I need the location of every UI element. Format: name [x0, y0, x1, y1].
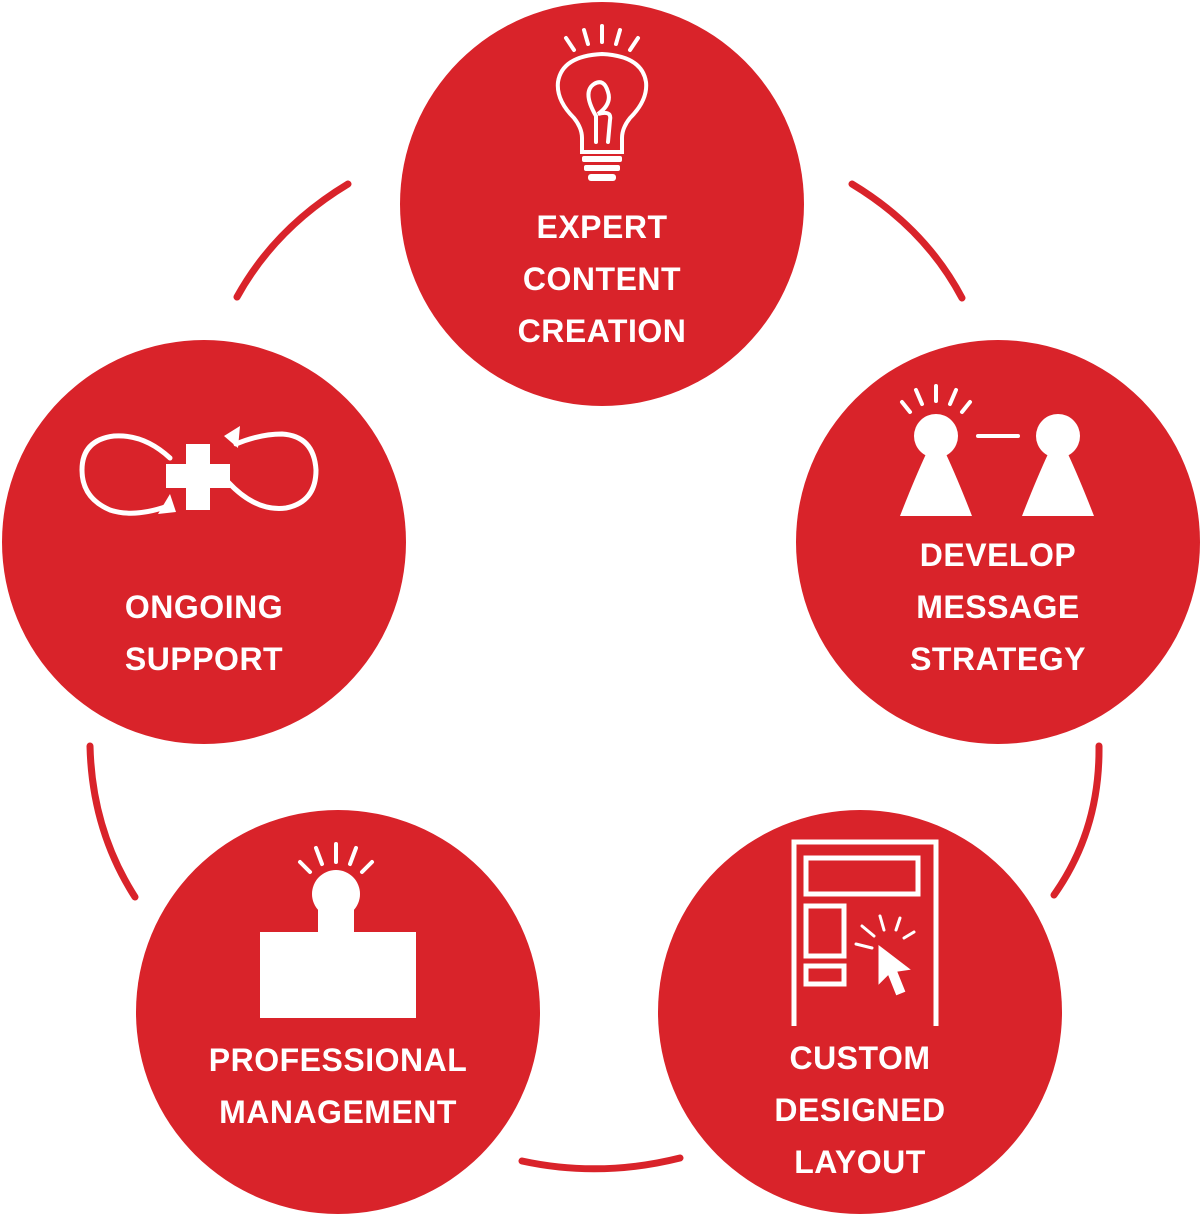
label-line: STRATEGY [910, 641, 1086, 677]
node-ongoing-support: ONGOING SUPPORT [2, 340, 406, 744]
node-expert-content-creation: EXPERT CONTENT CREATION [400, 2, 804, 406]
node-develop-message-strategy: DEVELOP MESSAGE STRATEGY [796, 340, 1200, 744]
cursor-arrow [877, 942, 914, 997]
connector-arc-left [86, 742, 139, 901]
two-people-icon [900, 384, 1094, 516]
label-professional-management: PROFESSIONAL MANAGEMENT [136, 1034, 540, 1138]
label-develop-message-strategy: DEVELOP MESSAGE STRATEGY [796, 529, 1200, 685]
connector-arc-top-left [233, 180, 352, 301]
label-line: CONTENT [522, 261, 682, 297]
person-podium-icon [260, 842, 416, 1018]
label-line: DEVELOP [919, 537, 1077, 573]
label-line: MESSAGE [916, 589, 1080, 625]
infinity-plus-icon [79, 426, 319, 516]
label-line: LAYOUT [794, 1144, 926, 1180]
node-custom-designed-layout: CUSTOM DESIGNED LAYOUT [658, 810, 1062, 1214]
connector-arc-right [1050, 742, 1103, 899]
label-line: DESIGNED [774, 1092, 946, 1128]
lightbulb-icon [555, 24, 649, 181]
label-line: EXPERT [536, 209, 668, 245]
label-ongoing-support: ONGOING SUPPORT [2, 581, 406, 685]
label-line: SUPPORT [124, 641, 284, 677]
node-professional-management: PROFESSIONAL MANAGEMENT [136, 810, 540, 1214]
label-expert-content-creation: EXPERT CONTENT CREATION [400, 201, 804, 357]
label-line: PROFESSIONAL [208, 1042, 468, 1078]
label-line: ONGOING [124, 589, 284, 625]
label-line: CREATION [517, 313, 687, 349]
label-custom-designed-layout: CUSTOM DESIGNED LAYOUT [658, 1032, 1062, 1188]
connector-arc-top-right [848, 180, 966, 302]
label-line: CUSTOM [789, 1040, 931, 1076]
connector-arc-bottom [518, 1154, 684, 1173]
layout-cursor-icon [791, 839, 939, 1026]
label-line: MANAGEMENT [219, 1094, 457, 1130]
